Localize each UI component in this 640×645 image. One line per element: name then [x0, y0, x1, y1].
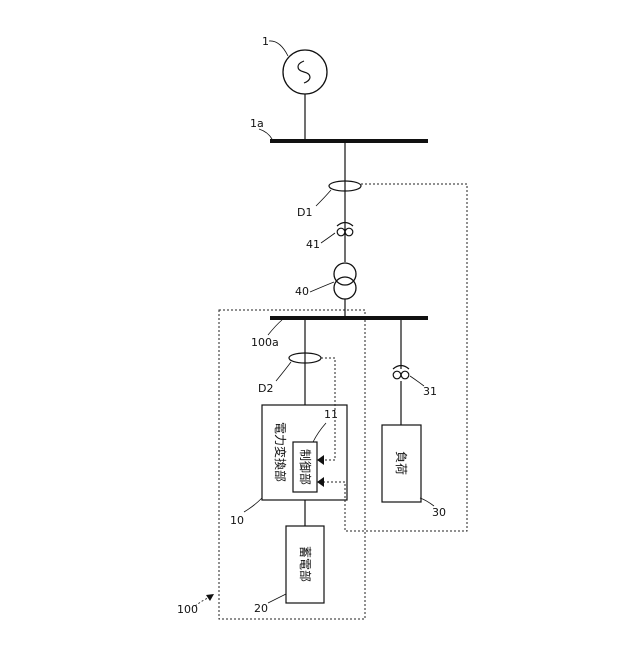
breaker-31-leader — [410, 376, 424, 386]
load-ref-label: 30 — [432, 506, 446, 519]
sensor-d1-label: D1 — [297, 206, 312, 219]
sensor-d2-leader — [276, 362, 291, 381]
bus-100a-label: 100a — [251, 336, 279, 349]
bus-100a-leader — [268, 320, 282, 335]
transformer-40-label: 40 — [295, 285, 309, 298]
sensor-d1-leader — [316, 190, 331, 206]
generator-label-leader — [269, 41, 288, 56]
storage-title: 蓄電部 — [298, 546, 313, 582]
power-converter-title: 電力変換部 — [273, 422, 288, 482]
breaker-41-contact-a — [337, 228, 345, 236]
breaker-41-leader — [321, 233, 335, 243]
controller-title: 制御部 — [298, 449, 313, 485]
load-title: 負荷 — [394, 451, 408, 475]
storage-ref-label: 20 — [254, 602, 268, 615]
controller-ref-label: 11 — [324, 408, 338, 421]
system-ref-label: 100 — [177, 603, 198, 616]
bus-1a — [270, 139, 428, 143]
breaker-41-contact-b — [345, 228, 353, 236]
transformer-upper-coil — [334, 263, 356, 285]
load-ref-leader — [420, 498, 434, 506]
converter-ref-leader — [244, 498, 262, 512]
system-ref-arrow — [206, 594, 214, 601]
breaker-31-label: 31 — [423, 385, 437, 398]
transformer-40-leader — [310, 282, 334, 292]
sensor-d2-label: D2 — [258, 382, 273, 395]
storage-ref-leader — [268, 594, 286, 603]
breaker-41-label: 41 — [306, 238, 320, 251]
breaker-31-contact-b — [401, 371, 409, 379]
bus-1a-label-leader — [259, 129, 272, 139]
converter-ref-label: 10 — [230, 514, 244, 527]
generator-label: 1 — [262, 35, 269, 48]
breaker-31-contact-a — [393, 371, 401, 379]
bus-1a-label: 1a — [250, 117, 264, 130]
bus-100a — [270, 316, 428, 320]
